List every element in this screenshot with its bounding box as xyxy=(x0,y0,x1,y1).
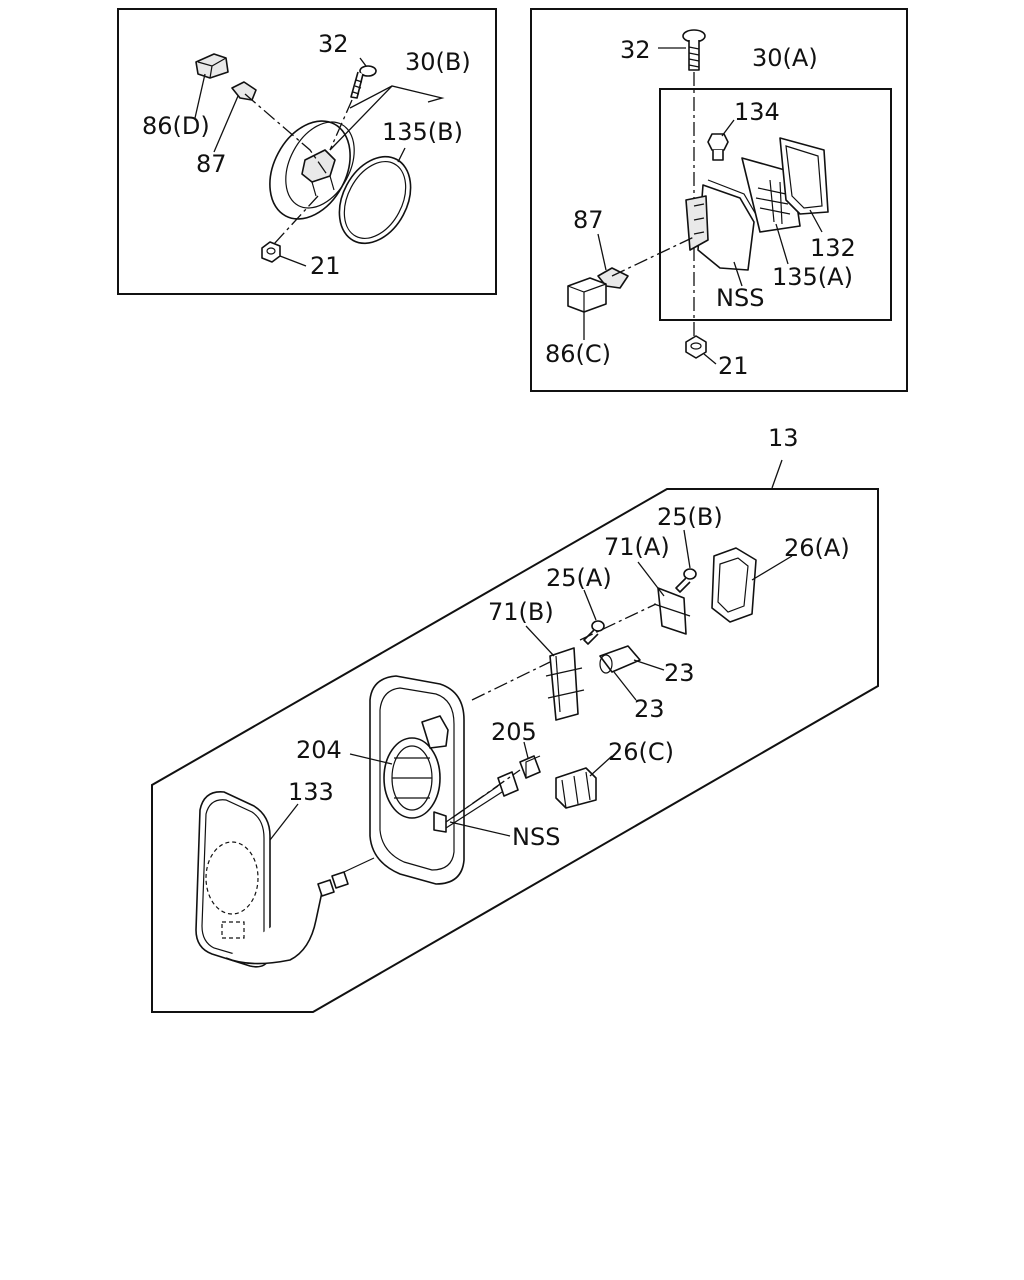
gasket-132 xyxy=(779,137,829,215)
leader-nss-tr xyxy=(733,261,743,287)
leader-32-tl xyxy=(359,57,367,67)
leader-30b-b xyxy=(329,85,393,151)
label-133: 133 xyxy=(288,778,334,806)
label-71b: 71(B) xyxy=(488,598,554,626)
part-21-nut-left xyxy=(261,241,281,263)
label-205: 205 xyxy=(491,718,537,746)
bracket-71a xyxy=(653,587,691,635)
centerline-main-c xyxy=(451,769,521,819)
round-lamp-housing xyxy=(269,120,355,220)
panel-top-left-frame xyxy=(117,8,497,295)
centerline-32 xyxy=(329,99,353,151)
label-135b: 135(B) xyxy=(382,118,463,146)
part-21-nut-right xyxy=(685,335,707,359)
label-nss-main: NSS xyxy=(512,823,560,851)
centerline-21 xyxy=(273,195,319,245)
label-134: 134 xyxy=(734,98,780,126)
label-135a: 135(A) xyxy=(772,263,853,291)
label-25b: 25(B) xyxy=(657,503,723,531)
leader-25b xyxy=(683,529,691,569)
part-134-plug xyxy=(707,133,729,161)
label-86c: 86(C) xyxy=(545,340,611,368)
leader-135b xyxy=(397,147,406,163)
mirror-housing xyxy=(369,675,519,885)
leader-21-tl xyxy=(279,255,307,267)
label-25a: 25(A) xyxy=(546,564,612,592)
leader-204 xyxy=(349,753,393,765)
centerline-main-b xyxy=(579,603,657,641)
leader-30b xyxy=(349,85,445,109)
centerline-87 xyxy=(244,93,329,177)
panel-top-right-frame xyxy=(530,8,908,392)
label-13: 13 xyxy=(768,424,799,452)
label-86d: 86(D) xyxy=(142,112,210,140)
leader-23a xyxy=(633,659,665,671)
label-204: 204 xyxy=(296,736,342,764)
sub-assembly-frame-30a xyxy=(659,88,892,321)
part-32-screw-right xyxy=(682,29,706,71)
tube-23 xyxy=(599,645,641,674)
part-86c-cap xyxy=(567,277,607,313)
screw-25b xyxy=(675,568,697,593)
main-assembly-mirror: 13 25(B) 26(A) 71(A) 25(A) 71(B) 23 23 2… xyxy=(151,424,879,1013)
mirror-glass-133 xyxy=(195,791,375,968)
leader-23b xyxy=(613,671,637,701)
label-26a: 26(A) xyxy=(784,534,850,562)
centerline-87-right xyxy=(611,235,697,277)
part-87-clip xyxy=(231,81,257,101)
label-23-upper: 23 xyxy=(664,659,695,687)
main-assembly-frame xyxy=(151,488,879,1013)
leader-25a xyxy=(583,589,597,621)
label-nss-right: NSS xyxy=(716,284,764,312)
label-30b: 30(B) xyxy=(405,48,471,76)
part-86d-cap xyxy=(195,53,229,79)
label-23-lower: 23 xyxy=(634,695,665,723)
centerline-main-a xyxy=(471,661,551,701)
leader-71a xyxy=(637,561,665,597)
leader-134 xyxy=(721,119,735,137)
leader-13 xyxy=(771,459,783,489)
label-32-right: 32 xyxy=(620,36,651,64)
cover-26a xyxy=(711,547,757,623)
label-30a: 30(A) xyxy=(752,44,818,72)
label-71a: 71(A) xyxy=(604,533,670,561)
leader-205 xyxy=(523,741,529,759)
connector-205 xyxy=(519,755,541,779)
leader-135a xyxy=(775,223,789,265)
label-132: 132 xyxy=(810,234,856,262)
leader-26c xyxy=(589,755,613,777)
leader-nss-main xyxy=(449,821,511,837)
label-87: 87 xyxy=(196,150,227,178)
screw-25a xyxy=(583,620,605,645)
leader-26a xyxy=(751,555,793,581)
lens-ring-135b xyxy=(338,155,412,245)
panel-top-left: 32 30(B) 135(B) 86(D) 87 21 xyxy=(117,8,497,295)
part-32-screw-left xyxy=(350,65,377,99)
label-21: 21 xyxy=(310,252,341,280)
label-32: 32 xyxy=(318,30,349,58)
panel-top-right: 32 30(A) 134 132 135(A) NSS 87 86(C) 21 xyxy=(530,8,908,392)
leader-87-tl xyxy=(213,95,239,153)
leader-132 xyxy=(809,209,823,233)
leader-21-tr xyxy=(703,353,717,365)
label-26c: 26(C) xyxy=(608,738,674,766)
holder-26c xyxy=(555,767,597,809)
label-87-right: 87 xyxy=(573,206,604,234)
connector-outline xyxy=(221,921,245,939)
leader-133 xyxy=(269,803,299,841)
label-21-right: 21 xyxy=(718,352,749,380)
square-lamp-housing xyxy=(685,179,759,271)
leader-71b xyxy=(525,625,555,657)
leader-87-tr xyxy=(597,233,607,271)
bracket-71b xyxy=(545,647,585,721)
leader-86d xyxy=(194,73,206,119)
heater-outline xyxy=(205,841,259,915)
